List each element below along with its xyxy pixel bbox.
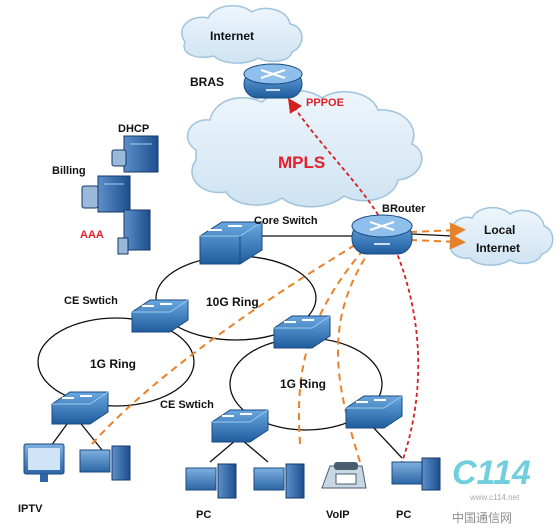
billing-server-icon [81, 175, 131, 213]
pc-left-icon [185, 463, 237, 499]
ring-junction-switch-icon [273, 315, 331, 349]
ring-1g-right-label: 1G Ring [280, 377, 326, 391]
ring-10g-label: 10G Ring [206, 295, 259, 309]
aaa-server-icon [117, 209, 151, 255]
mpls-cloud [186, 89, 423, 208]
dhcp-label: DHCP [118, 123, 149, 135]
voip-label: VoIP [326, 509, 350, 521]
pppoe-path [287, 98, 420, 479]
local-internet-label-line1: Local [484, 223, 515, 237]
topology-links [37, 233, 453, 463]
brouter-icon [351, 214, 413, 255]
pppoe-label: PPPOE [306, 97, 344, 109]
ce-switch-bottom-left-icon [51, 391, 109, 425]
ce-switch-right-icon [345, 395, 403, 429]
core-switch-icon [199, 221, 263, 265]
mpls-label: MPLS [278, 153, 325, 172]
watermark-chinese-text: 中国通信网 [452, 510, 512, 525]
pc-middle-label: PC [196, 509, 211, 521]
watermark-url-text: www.c114.net [469, 493, 520, 502]
brouter-label: BRouter [382, 203, 426, 215]
iptv-monitor-icon [23, 443, 65, 482]
ce-switch-left-icon [131, 299, 189, 333]
voip-phone-icon [321, 462, 367, 489]
ring-1g-left-label: 1G Ring [90, 357, 136, 371]
billing-label: Billing [52, 165, 86, 177]
iptv-pc-icon [79, 445, 131, 481]
c114-watermark: C114 中国通信网 www.c114.net [452, 454, 531, 525]
ce-switch-bottom-label: CE Swtich [160, 399, 214, 411]
pc-voip-side-icon [391, 457, 441, 491]
ce-switch-bottom-icon [211, 409, 269, 443]
dhcp-server-icon [111, 135, 159, 173]
bras-router-icon [243, 63, 303, 99]
ce-switch-left-label: CE Swtich [64, 295, 118, 307]
local-internet-label-line2: Internet [476, 241, 520, 255]
pc-right-icon [253, 463, 305, 499]
core-switch-label: Core Switch [254, 215, 318, 227]
internet-label: Internet [210, 29, 254, 43]
internet-cloud [181, 5, 303, 64]
aaa-label: AAA [80, 229, 104, 241]
watermark-logo-text: C114 [452, 454, 531, 492]
bras-label: BRAS [190, 75, 224, 89]
pc-right-label: PC [396, 509, 411, 521]
iptv-label: IPTV [18, 503, 43, 515]
local-internet-cloud [449, 206, 554, 266]
ring-1g-left-shape [37, 317, 195, 407]
